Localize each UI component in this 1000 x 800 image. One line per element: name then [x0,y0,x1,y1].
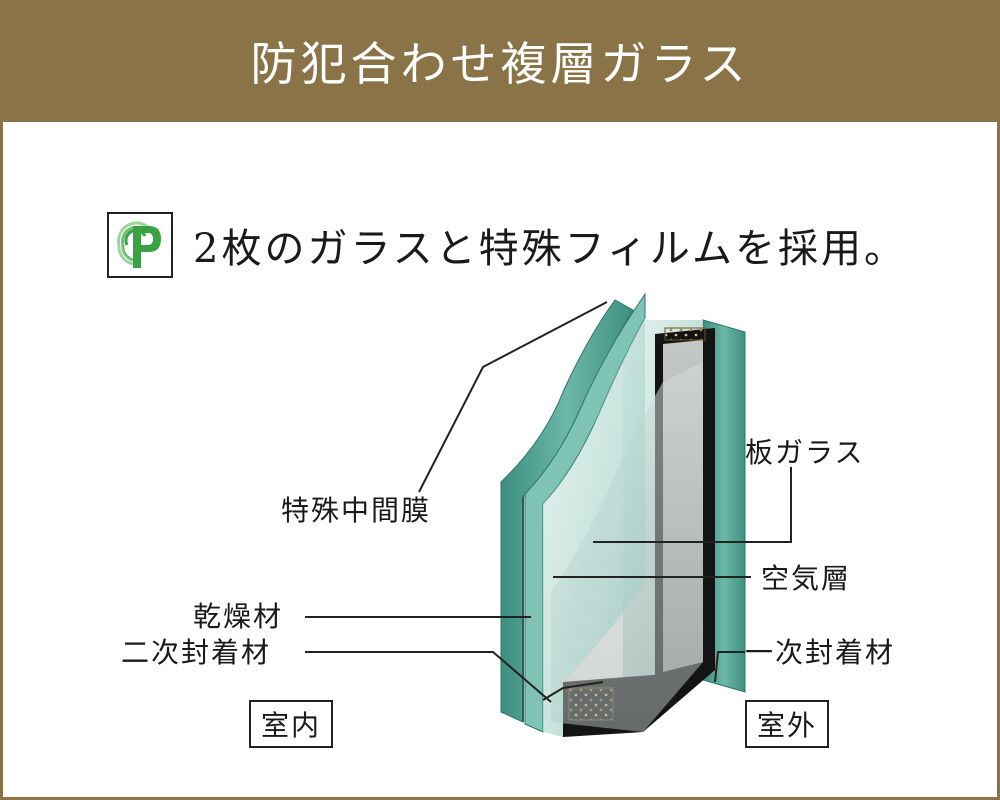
label-outdoor: 室外 [745,700,830,748]
indoor-laminated-glass [500,292,646,737]
leader-secondary-sealant [305,651,552,703]
glass-cross-section-diagram: 特殊中間膜 板ガラス 空気層 乾燥材 二次封着材 一次封着材 [121,292,895,737]
label-secondary-sealant: 二次封着材 [121,636,271,669]
label-desiccant: 乾燥材 [193,600,283,633]
subtitle-text: 2枚のガラスと特殊フィルムを採用。 [193,226,908,272]
page-title: 防犯合わせ複層ガラス [250,37,750,91]
leader-lines [305,301,792,703]
label-air-layer: 空気層 [761,562,851,595]
subtitle-row: 2枚のガラスと特殊フィルムを採用。 [107,210,907,280]
leader-primary-sealant [714,651,745,683]
desiccant-top [664,327,706,341]
label-primary-sealant: 一次封着材 [745,636,895,669]
cp-logo-icon [107,212,173,278]
label-indoor: 室内 [249,700,334,748]
header-bar: 防犯合わせ複層ガラス [0,0,1000,122]
content-panel: 特殊中間膜 板ガラス 空気層 乾燥材 二次封着材 一次封着材 2枚のガラスと特殊… [3,122,997,797]
label-plate-glass: 板ガラス [745,436,864,469]
leader-desiccant-bottom [542,681,604,701]
leader-plate-glass [593,467,792,543]
label-special-interlayer: 特殊中間膜 [281,494,431,527]
leader-special-interlayer [418,301,608,493]
